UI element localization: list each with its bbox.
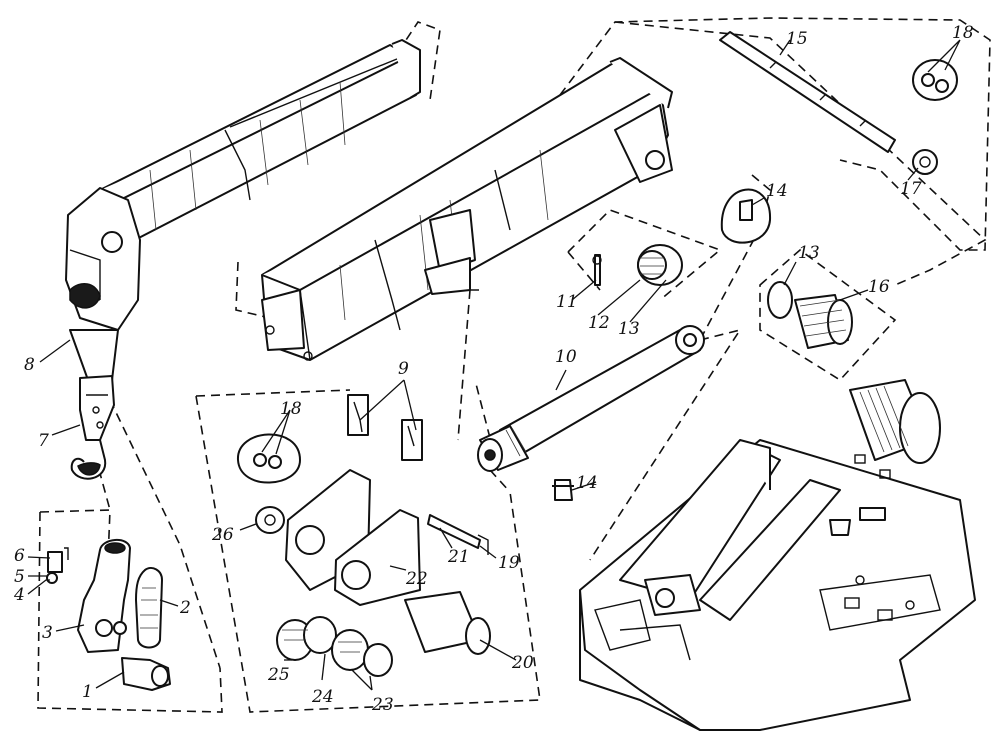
callout-9: 9 [398,359,409,379]
leader-lines [27,39,961,691]
winch-drum [849,379,941,464]
boundary-right-top [559,17,991,251]
callout-2: 2 [179,598,191,618]
callout-18b: 18 [280,399,302,419]
callout-19: 19 [498,553,520,573]
pin-15-assembly [719,31,958,175]
crane-base [579,439,976,731]
callout-13b: 13 [798,243,820,263]
boundary-upper-boom [397,21,441,101]
callout-5: 5 [14,567,25,587]
callout-6: 6 [14,546,25,566]
callout-24: 24 [311,687,334,707]
callout-11: 11 [556,292,578,312]
callout-15: 15 [786,29,808,49]
callout-14b: 14 [576,473,598,493]
boundary-mid-pins [195,379,541,713]
center-pin-group [236,394,491,677]
callout-7: 7 [38,431,49,451]
callout-3: 3 [42,623,53,643]
boundary-right-outer [614,21,987,286]
callout-1: 1 [82,682,93,702]
boundary-bushing-group [567,209,722,301]
upper-boom [65,39,421,331]
boundary-boom-base-left [235,261,271,319]
callout-26: 26 [211,525,234,545]
boundary-center [457,289,742,561]
callout-22: 22 [405,569,428,589]
callout-10: 10 [555,347,577,367]
callout-20: 20 [511,653,534,673]
callout-17: 17 [900,179,922,199]
grease-fittings [552,188,772,501]
callout-14a: 14 [766,181,788,201]
callout-12: 12 [588,313,610,333]
callout-21: 21 [447,547,470,567]
boundary-hook-link [94,399,221,669]
callout-13a: 13 [618,319,640,339]
callout-8: 8 [24,355,35,375]
lower-left-parts [46,539,171,691]
main-boom [261,57,673,361]
hydraulic-cylinder [477,325,705,472]
callout-labels: 1 2 3 4 5 6 7 8 9 10 11 12 13 13 14 14 1… [13,23,974,715]
callout-23: 23 [371,695,394,715]
boundary-pin16-group [759,248,897,382]
pin-16-assembly [767,281,853,349]
callout-18a: 18 [952,23,974,43]
boundary-lower-left [37,509,223,713]
callout-25: 25 [267,665,290,685]
hook-link-assembly [69,329,119,480]
bushing-group [592,244,683,286]
callout-16: 16 [868,277,890,297]
callout-4: 4 [13,585,25,605]
boundary-grease-14 [699,174,771,341]
